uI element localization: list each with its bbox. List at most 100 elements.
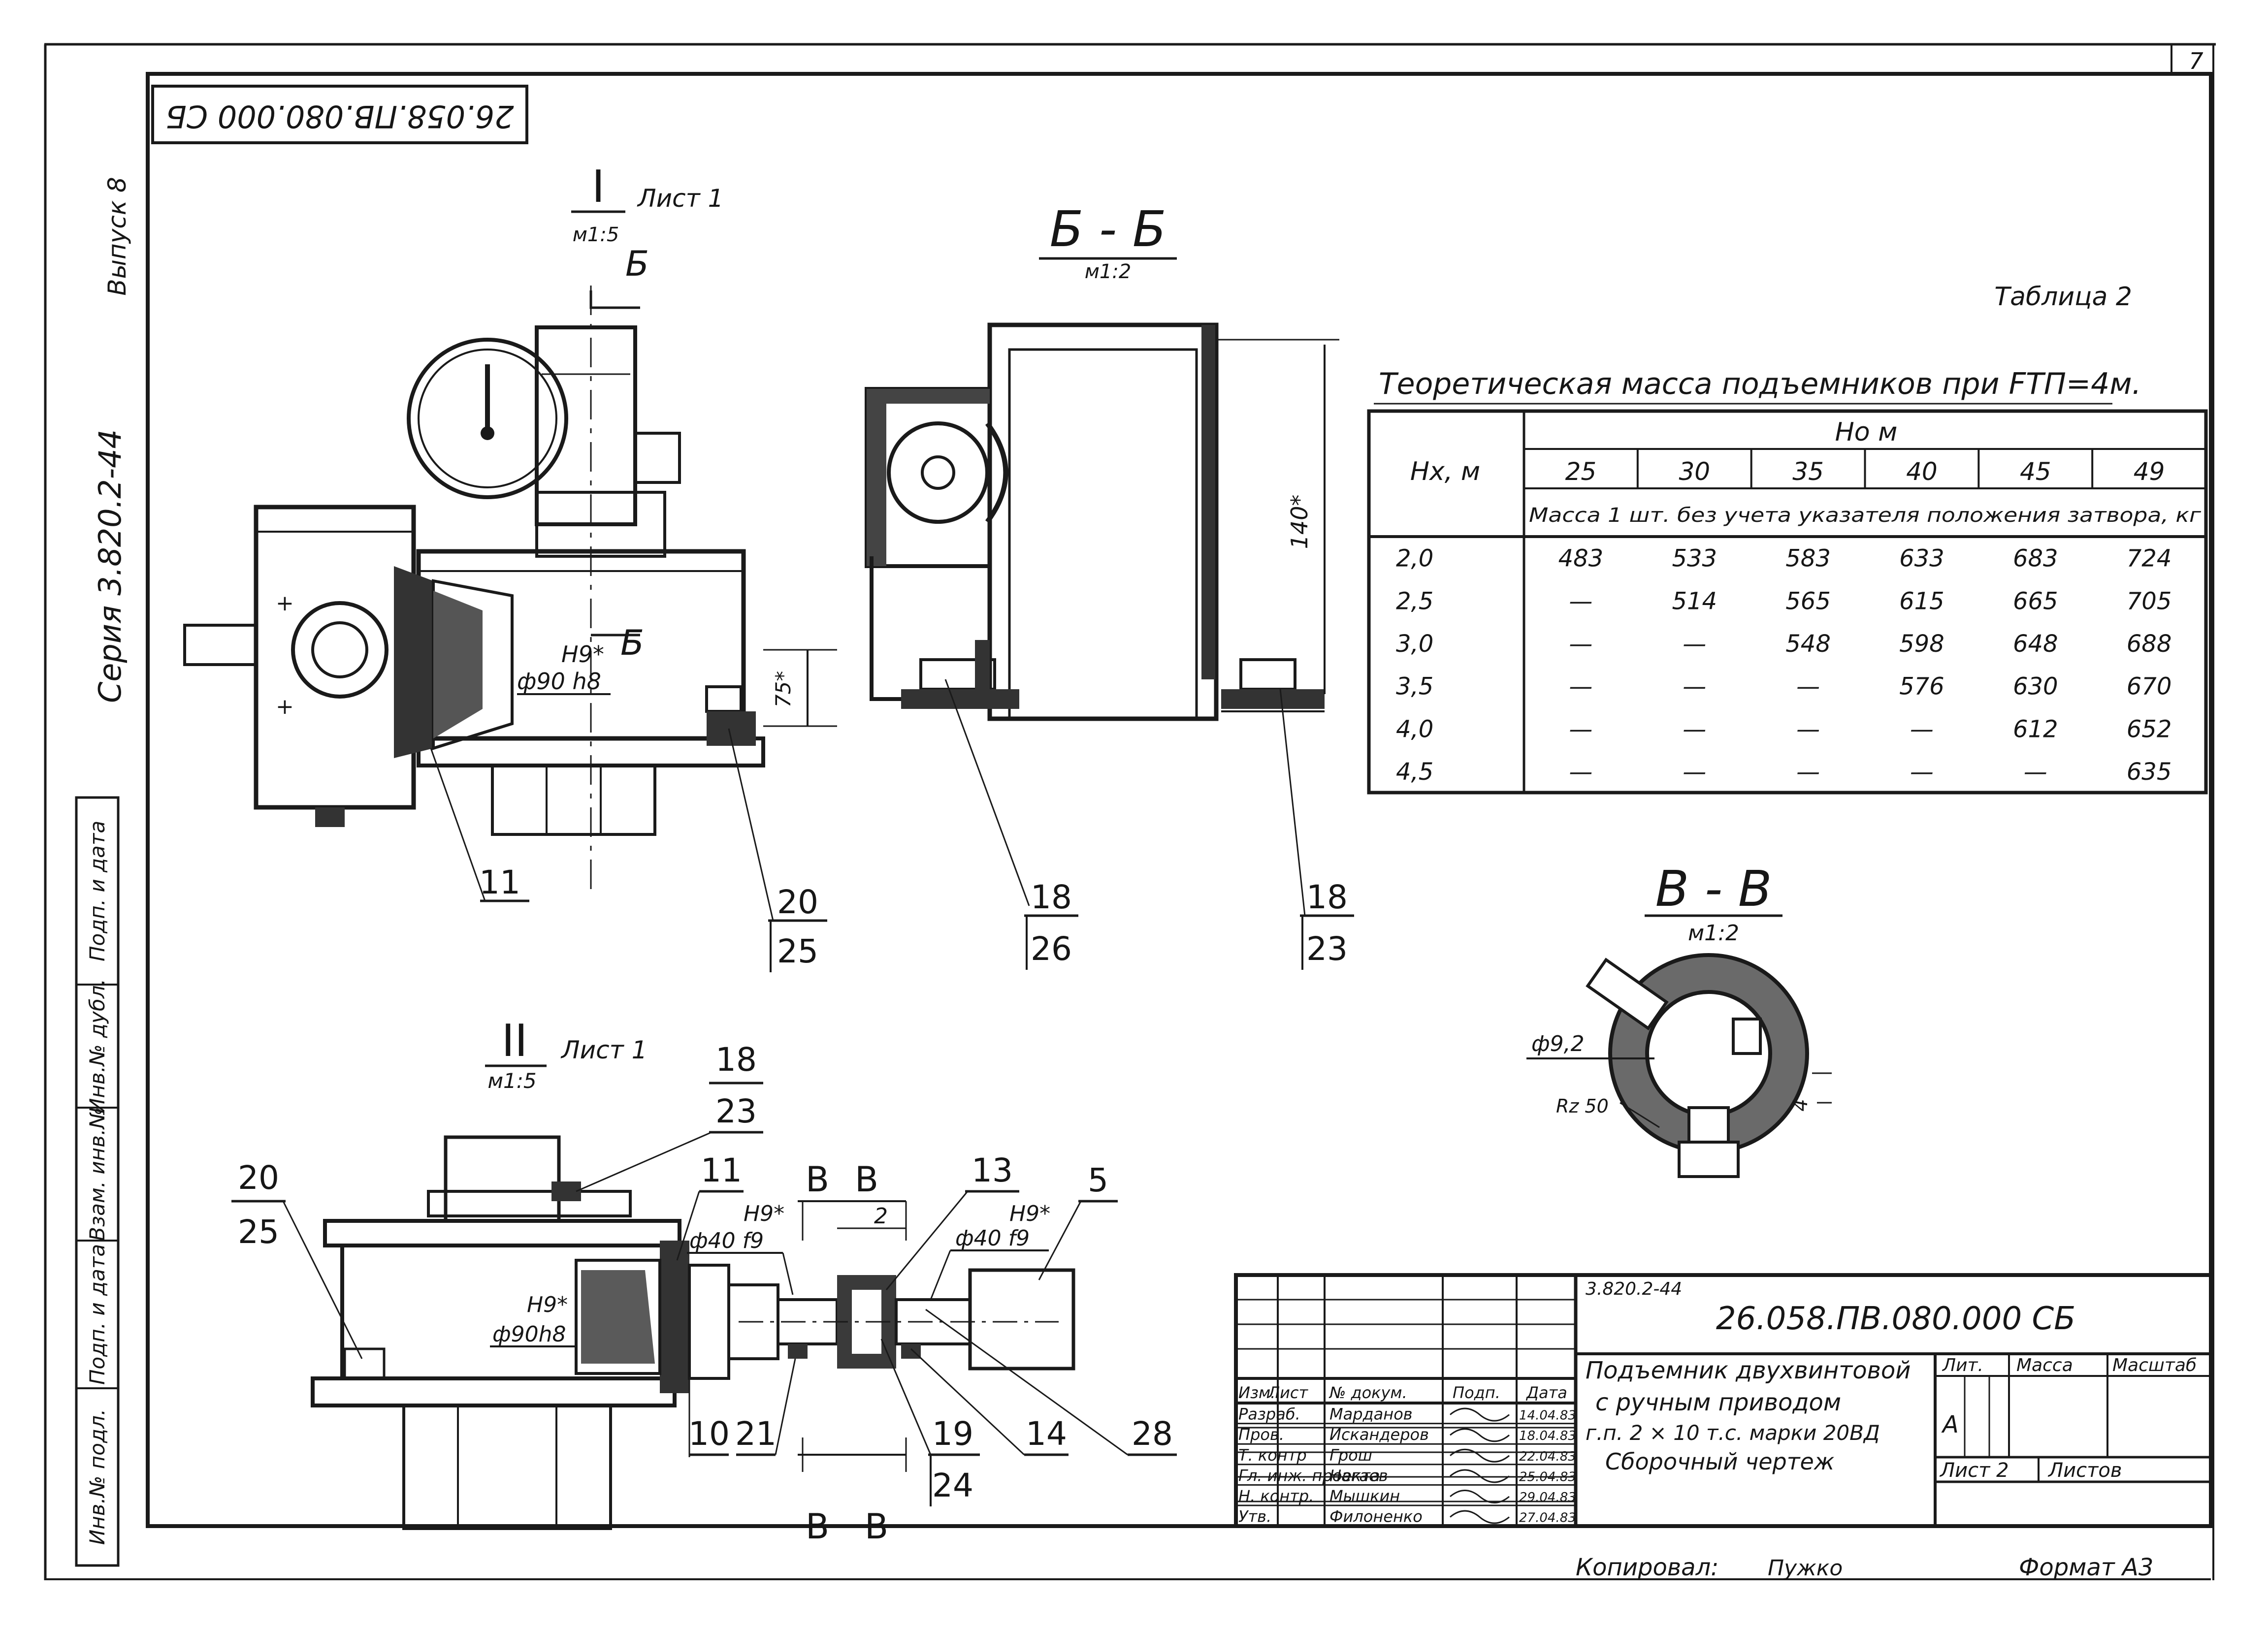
pos-II-18: 18 xyxy=(715,1041,757,1079)
margin-field-3: Взам. инв.№ xyxy=(85,1107,109,1241)
svg-text:+: + xyxy=(276,591,294,616)
table-2-cell: 688 xyxy=(2127,630,2172,658)
tb-signer-role: Утв. xyxy=(1238,1507,1271,1526)
table-2-cell: — xyxy=(1569,673,1592,701)
tb-header-sign: Подп. xyxy=(1453,1383,1500,1402)
tb-header-izm: Изм. xyxy=(1238,1383,1275,1402)
tb-signer-role: Т. контр xyxy=(1238,1446,1307,1465)
pos-II-11: 11 xyxy=(701,1151,742,1189)
table-2-row-h: 4,5 xyxy=(1396,758,1433,786)
pos-II-28: 28 xyxy=(1132,1415,1173,1453)
tb-name-1: Подъемник двухвинтовой xyxy=(1586,1357,1911,1384)
table-2-cell: — xyxy=(1796,673,1820,701)
tb-signer-date: 22.04.83 xyxy=(1519,1449,1576,1464)
table-2-title: Теоретическая масса подъемников при FТП=… xyxy=(1379,367,2141,401)
table-2-col-header: 49 xyxy=(2134,457,2165,486)
tb-signer-name: Грош xyxy=(1329,1446,1372,1465)
pos-BB-18-right: 18 xyxy=(1306,878,1348,916)
view-II: II м1:5 Лист 1 В В 2 xyxy=(231,1015,1177,1547)
tb-signer-role: Гл. инж. проекта xyxy=(1238,1466,1380,1485)
tb-signer-name: Мышкин xyxy=(1329,1487,1400,1505)
table-2-cell: — xyxy=(1683,758,1706,786)
table-2-cell: 612 xyxy=(2013,715,2058,743)
view-II-shaft-b: ф40 f9 xyxy=(955,1226,1030,1251)
tb-signer-name: Нагаев xyxy=(1329,1466,1388,1485)
view-II-cut-top-2: В xyxy=(855,1159,878,1200)
table-2-col-group: Но м xyxy=(1835,417,1898,447)
section-BB: Б - Б м1:2 140* 18 26 18 xyxy=(865,200,1354,970)
table-2-cell: — xyxy=(1569,715,1592,743)
tb-signature xyxy=(1450,1407,1510,1422)
view-II-fit-c: Н9* xyxy=(527,1292,568,1317)
table-2-row-h: 3,5 xyxy=(1396,673,1433,701)
pos-II-13: 13 xyxy=(972,1151,1013,1189)
tb-signer-name: Филоненко xyxy=(1329,1507,1423,1526)
table-2-cell: 633 xyxy=(1899,545,1944,573)
view-II-shaft-a: ф40 f9 xyxy=(689,1228,764,1253)
view-I-section-mark-top: Б xyxy=(625,244,649,284)
pos-II-23: 23 xyxy=(715,1092,757,1130)
tb-signer-date: 25.04.83 xyxy=(1519,1469,1576,1484)
table-2-row-h: 2,5 xyxy=(1396,587,1433,615)
table-2-cell: — xyxy=(1796,715,1820,743)
view-II-numeral: II xyxy=(501,1015,527,1067)
pos-II-5: 5 xyxy=(1088,1161,1108,1199)
tb-lit-value: А xyxy=(1941,1411,1959,1438)
tb-mass-label: Масса xyxy=(2016,1355,2073,1375)
tb-signature xyxy=(1450,1490,1510,1503)
sheet-frame: 7 xyxy=(44,43,2216,1580)
tb-signature xyxy=(1450,1469,1510,1483)
table-2-cell: — xyxy=(1683,630,1706,658)
tb-lit-label: Лит. xyxy=(1942,1355,1983,1375)
tb-header-doc: № докум. xyxy=(1328,1383,1407,1402)
pos-II-20: 20 xyxy=(238,1159,279,1197)
tb-signature xyxy=(1450,1428,1510,1442)
table-2-cell: 652 xyxy=(2127,715,2172,743)
copied-by: Пужко xyxy=(1768,1556,1843,1581)
table-2-row-header: Нх, м xyxy=(1410,457,1480,486)
table-2-cell: 583 xyxy=(1785,545,1831,573)
table-2-col-header: 30 xyxy=(1679,457,1710,486)
table-2-cell: 665 xyxy=(2013,587,2058,615)
tb-doc-code: 26.058.ПВ.080.000 СБ xyxy=(1716,1301,2075,1337)
section-BB-scale: м1:2 xyxy=(1085,260,1132,283)
issue-label: Выпуск 8 xyxy=(103,177,131,295)
view-I-section-mark-mid: Б xyxy=(620,623,644,663)
table-2-cell: — xyxy=(2024,758,2047,786)
table-2-row-h: 2,0 xyxy=(1396,545,1433,573)
table-2-cell: — xyxy=(1796,758,1820,786)
tb-scale-label: Масштаб xyxy=(2112,1355,2197,1375)
section-VV-title: В - В xyxy=(1655,860,1772,918)
view-II-cut-bot-1: В xyxy=(806,1506,829,1547)
svg-text:+: + xyxy=(276,694,294,719)
table-2-cell: 705 xyxy=(2127,587,2172,615)
section-VV-dim: 4 xyxy=(1789,1099,1812,1111)
section-VV-diameter: ф9,2 xyxy=(1531,1031,1585,1056)
tb-signer-date: 27.04.83 xyxy=(1519,1511,1576,1526)
view-I-sheet-ref: Лист 1 xyxy=(637,184,723,213)
table-2-cell: — xyxy=(1910,715,1934,743)
left-margin: Выпуск 8 Серия 3.820.2-44 Подп. и дата И… xyxy=(75,177,131,1567)
table-2-row-h: 4,0 xyxy=(1396,715,1433,743)
series-label: Серия 3.820.2-44 xyxy=(92,429,128,703)
table-2-col-header: 45 xyxy=(2020,457,2051,486)
tb-signer-date: 29.04.83 xyxy=(1519,1490,1576,1505)
view-II-cut-bot-2: В xyxy=(865,1506,888,1547)
pos-II-10: 10 xyxy=(688,1415,730,1453)
tb-name-4: Сборочный чертеж xyxy=(1605,1448,1835,1475)
view-I: I м1:5 Лист 1 Б + + xyxy=(183,161,837,972)
tb-signer-date: 14.04.83 xyxy=(1519,1408,1576,1423)
table-2-cell: 598 xyxy=(1899,630,1944,658)
section-VV-roughness: Rz 50 xyxy=(1556,1095,1609,1117)
margin-field-1: Подп. и дата xyxy=(85,821,109,961)
pos-BB-26: 26 xyxy=(1031,930,1072,968)
tb-signer-role: Н. контр. xyxy=(1238,1487,1314,1505)
tb-name-3: г.п. 2 × 10 т.с. марки 20ВД xyxy=(1586,1421,1880,1445)
tb-signer-role: Пров. xyxy=(1238,1425,1284,1444)
view-II-cut-top-1: В xyxy=(806,1159,829,1200)
pos-BB-23: 23 xyxy=(1306,930,1348,968)
table-2-cell: 548 xyxy=(1785,630,1831,658)
margin-field-5: Инв.№ подл. xyxy=(85,1409,109,1545)
pos-II-21: 21 xyxy=(735,1415,777,1453)
view-II-dim: 2 xyxy=(874,1204,888,1229)
